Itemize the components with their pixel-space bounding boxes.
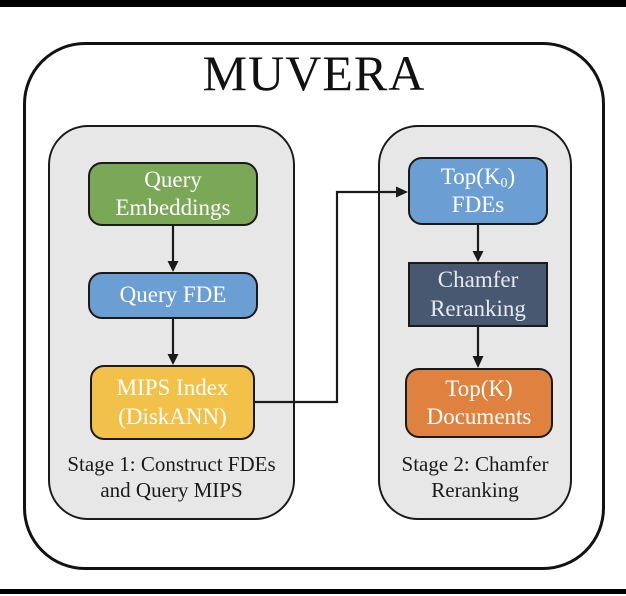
stage1-caption: Stage 1: Construct FDEs and Query MIPS [50,451,293,504]
node-top-k0-fdes-line2: FDEs [451,192,505,217]
stage1-caption-line1: Stage 1: Construct FDEs [67,452,276,476]
node-chamfer-reranking: Chamfer Reranking [408,262,548,327]
node-mips-index-line1: MIPS Index [116,375,229,401]
node-chamfer-reranking-line1: Chamfer [437,267,519,293]
bottom-border-bar [0,589,626,594]
stage2-caption: Stage 2: Chamfer Reranking [380,451,570,504]
node-query-fde: Query FDE [88,272,258,319]
stage1-caption-line2: and Query MIPS [100,478,243,503]
node-top-k-documents-line2: Documents [426,404,532,429]
node-top-k0-fdes-line1: Top(K0) [441,163,515,191]
stage2-caption-line1: Stage 2: Chamfer [401,452,549,476]
figure-title: MUVERA [202,45,426,101]
node-query-fde-line1: Query FDE [119,282,227,308]
node-chamfer-reranking-line2: Reranking [430,295,526,321]
top-k0-prefix: Top(K [440,163,501,189]
node-top-k0-fdes: Top(K0) FDEs [408,157,548,225]
node-query-embeddings: Query Embeddings [88,162,258,226]
top-border-bar [0,0,626,7]
node-query-embeddings-line2: Embeddings [115,195,231,220]
top-k0-subscript: 0 [500,175,508,191]
node-query-embeddings-line1: Query [144,166,202,192]
top-k0-suffix: ) [507,163,516,189]
node-mips-index: MIPS Index (DiskANN) [90,365,255,440]
node-top-k-documents-line1: Top(K) [445,375,513,401]
stage2-caption-line2: Reranking [431,478,519,503]
node-mips-index-line2: (DiskANN) [118,403,227,429]
node-top-k-documents: Top(K) Documents [405,368,553,438]
